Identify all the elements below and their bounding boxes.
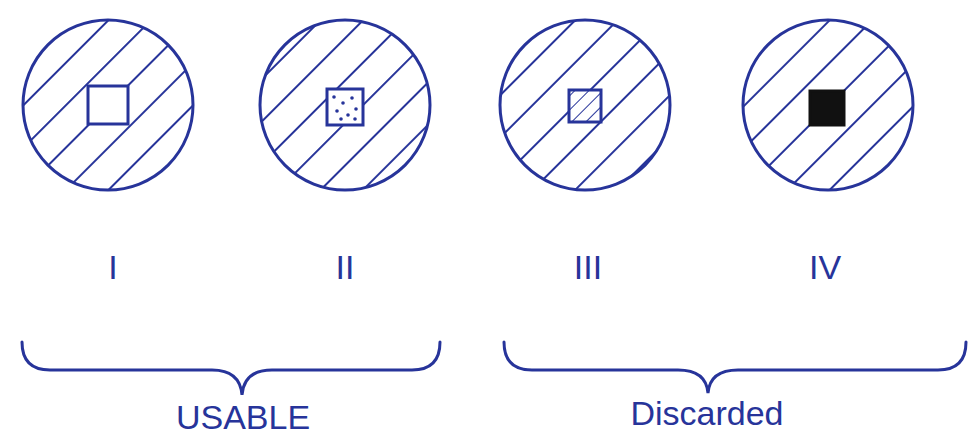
clear-square — [88, 86, 128, 124]
sample-numeral: I — [108, 249, 117, 286]
hatched-disc — [743, 20, 913, 190]
hatched-square — [569, 90, 601, 122]
sample-numeral: II — [336, 249, 355, 286]
hatched-disc — [500, 20, 670, 190]
group-label: USABLE — [176, 399, 310, 436]
group-brace — [22, 342, 440, 395]
group-label: Discarded — [630, 395, 783, 432]
sample-numeral: IV — [809, 249, 841, 286]
black-square — [810, 91, 844, 125]
dots — [332, 95, 358, 121]
hatched-disc — [260, 20, 430, 190]
group-brace — [504, 342, 966, 393]
dotted-square — [327, 89, 363, 125]
hatched-disc — [23, 20, 193, 190]
sample-numeral: III — [574, 249, 602, 286]
